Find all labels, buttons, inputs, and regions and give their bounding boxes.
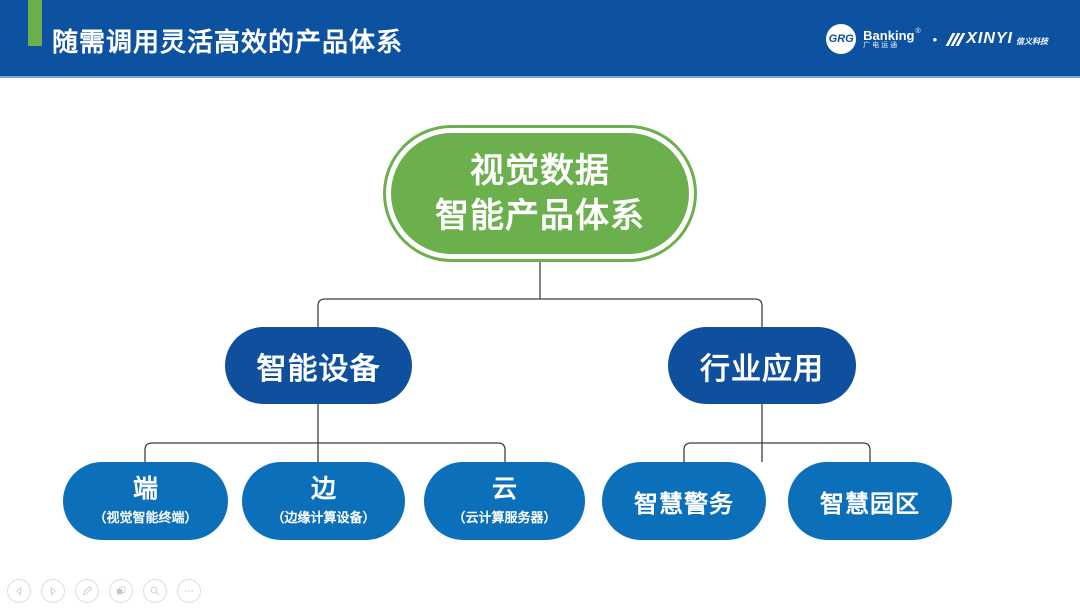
leaf-title: 边	[310, 475, 336, 504]
slideshow-controls	[7, 579, 201, 603]
leaf-subtitle: （云计算服务器）	[452, 509, 557, 525]
xinyi-slashes-icon	[945, 32, 966, 46]
leaf-subtitle: （视觉智能终端）	[93, 509, 198, 525]
leaf-title: 云	[491, 475, 517, 504]
xinyi-logo: XINYI 信义科技	[945, 30, 1048, 48]
zoom-button[interactable]	[143, 579, 167, 603]
header-accent-bar	[28, 0, 42, 46]
leaf-label: 智慧园区	[820, 490, 920, 518]
slide-panel-icon	[117, 586, 126, 595]
grg-logo-icon: GRG	[826, 24, 857, 54]
leaf-node-cloud-server: 云 （云计算服务器）	[424, 462, 585, 540]
previous-slide-button[interactable]	[7, 579, 31, 603]
leaf-subtitle: （边缘计算设备）	[271, 509, 376, 525]
grg-logo-text: GRG	[828, 33, 854, 45]
next-icon	[50, 586, 56, 596]
leaf-node-edge-computing: 边 （边缘计算设备）	[242, 462, 405, 540]
leaf-node-edge-terminal: 端 （视觉智能终端）	[63, 462, 228, 540]
slide-panel-button[interactable]	[109, 579, 133, 603]
grg-banking-text: Banking	[863, 27, 915, 43]
more-options-button[interactable]	[177, 579, 201, 603]
brand-logos: GRG Banking ® 广电运通 • XINYI 信义科技	[826, 0, 1048, 78]
root-node: 视觉数据 智能产品体系	[383, 125, 697, 262]
pen-tool-button[interactable]	[75, 579, 99, 603]
branch-node-smart-devices: 智能设备	[225, 327, 412, 404]
pen-icon	[82, 586, 92, 596]
root-node-body: 视觉数据 智能产品体系	[391, 133, 689, 254]
branch-label: 智能设备	[256, 352, 381, 386]
slide-header: 随需调用灵活高效的产品体系 GRG Banking ® 广电运通 • XINYI…	[0, 0, 1080, 78]
root-node-line1: 视觉数据	[470, 152, 610, 191]
slide-title: 随需调用灵活高效的产品体系	[52, 27, 404, 57]
leaf-title: 端	[132, 475, 158, 504]
root-node-line2: 智能产品体系	[435, 196, 645, 235]
magnifier-icon	[150, 586, 160, 596]
grg-chinese-name: 广电运通	[863, 42, 900, 50]
grg-logo-wordmark: Banking ® 广电运通	[863, 27, 921, 50]
branch-node-industry-apps: 行业应用	[668, 327, 856, 404]
logo-separator-dot: •	[932, 31, 938, 47]
leaf-node-smart-policing: 智慧警务	[602, 462, 766, 540]
registered-mark: ®	[915, 27, 921, 35]
leaf-label: 智慧警务	[634, 490, 734, 518]
ellipsis-icon	[185, 590, 193, 592]
next-slide-button[interactable]	[41, 579, 65, 603]
xinyi-chinese-name: 信义科技	[1016, 36, 1048, 46]
previous-icon	[16, 586, 22, 596]
xinyi-wordmark: XINYI	[966, 30, 1013, 47]
branch-label: 行业应用	[700, 352, 824, 386]
leaf-node-smart-park: 智慧园区	[788, 462, 952, 540]
